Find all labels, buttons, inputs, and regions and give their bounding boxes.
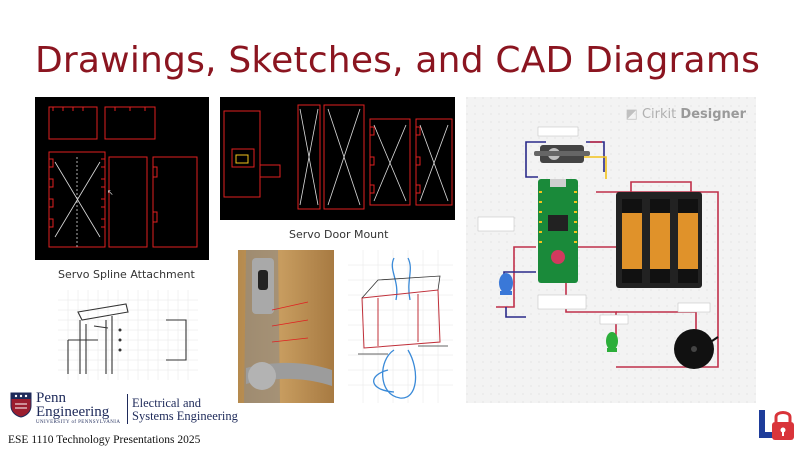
photo-door-handle xyxy=(238,250,334,403)
raspberry-pi-pico-board xyxy=(538,179,578,283)
buzzer xyxy=(674,329,719,369)
sketch-spline-drawing xyxy=(58,290,198,380)
aaa-battery-pack xyxy=(616,192,702,288)
penn-shield-icon xyxy=(10,392,32,418)
cad-servo-door xyxy=(220,97,455,220)
cad-servo-spline: ↖ xyxy=(35,97,209,260)
caption-servo-spline: Servo Spline Attachment xyxy=(58,268,195,281)
servo-motor xyxy=(534,145,590,163)
cirkit-brand-bold: Designer xyxy=(680,107,746,122)
sketch-door-mount-hand-drawn xyxy=(348,250,453,403)
lock-logo-icon xyxy=(756,406,798,442)
penn-wordmark-line1: Penn xyxy=(36,390,66,406)
footer-divider xyxy=(127,394,128,424)
cirkit-schematic: ◩ Cirkit Designer xyxy=(466,97,756,403)
dept-name-line1: Electrical and xyxy=(132,396,202,410)
dept-name-line2: Systems Engineering xyxy=(132,409,238,423)
penn-wordmark-line3: UNIVERSITY of PENNSYLVANIA xyxy=(36,420,121,425)
door-handle-drawing xyxy=(244,250,332,403)
blue-led xyxy=(499,273,513,295)
svg-text:↖: ↖ xyxy=(107,188,114,197)
caption-servo-door: Servo Door Mount xyxy=(289,228,389,241)
event-footer: ESE 1110 Technology Presentations 2025 xyxy=(8,434,201,446)
penn-wordmark-line2: Engineering xyxy=(36,404,110,420)
slide-title: Drawings, Sketches, and CAD Diagrams xyxy=(35,40,761,81)
cirkit-logo-icon: ◩ xyxy=(625,107,638,122)
sketch-door-mount-drawing xyxy=(348,250,453,403)
green-led xyxy=(606,332,618,352)
cirkit-grid xyxy=(466,97,756,403)
cad-servo-door-drawing xyxy=(223,104,453,210)
cad-servo-spline-drawing: ↖ xyxy=(48,106,198,248)
sketch-spline-hand-drawn xyxy=(58,290,198,380)
cirkit-designer-logo: ◩ Cirkit Designer xyxy=(626,107,746,122)
cirkit-brand-light: Cirkit xyxy=(641,107,677,122)
